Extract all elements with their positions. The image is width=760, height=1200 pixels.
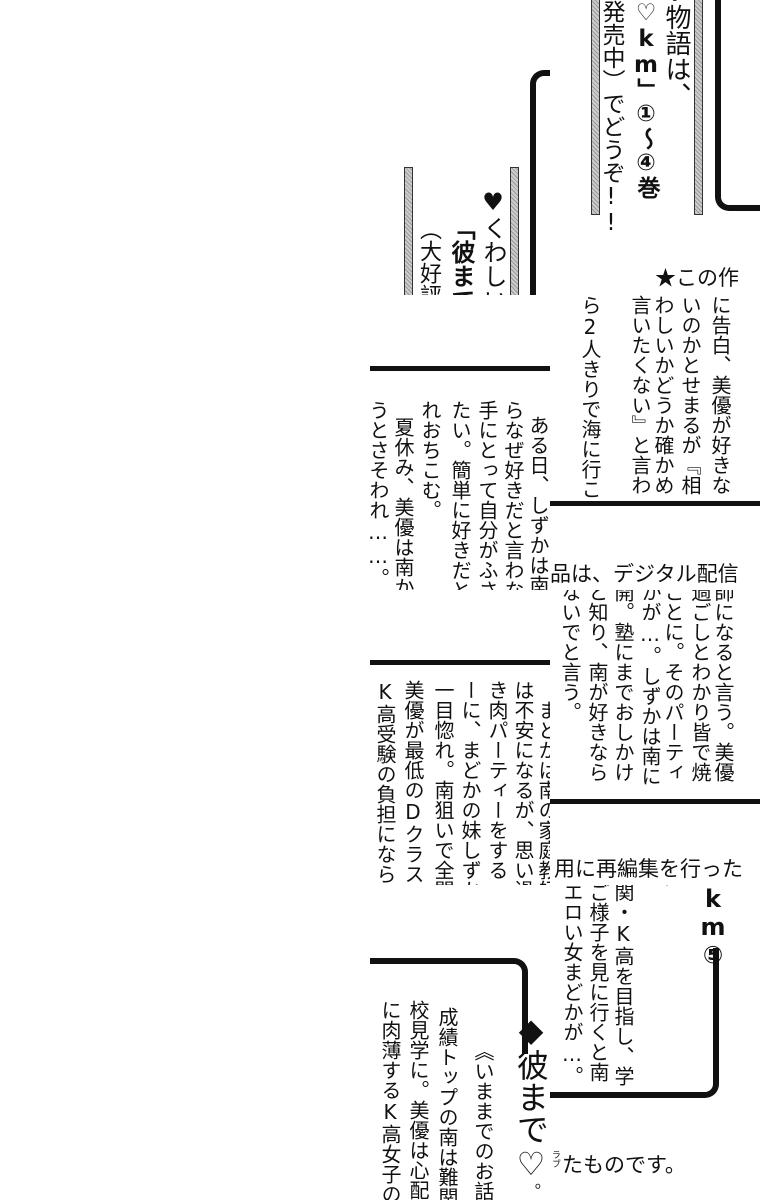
story-line: い物語は、 <box>661 0 691 108</box>
summary-column-e: 師になると言う。美優 過ごしとわかり皆で焼 ことに。そのパーティ かが…。しずか… <box>550 590 760 805</box>
gray-bar <box>404 167 413 295</box>
divider-line <box>550 799 760 804</box>
summary-line: K高受験の負担にならな <box>373 680 397 885</box>
summary-line: 成績トップの南は難関 <box>435 1007 459 1200</box>
divider-line <box>550 501 760 506</box>
closing-notice-line: たものです。 <box>562 1153 686 1177</box>
close-quote-mark: 》 <box>658 885 674 893</box>
summary-line: らなぜ好きだと言わない <box>501 400 525 590</box>
summary-line: ある日、しずかは南に <box>526 415 550 590</box>
summary-column-h: ◆彼まで♡ 。 《いままでのお話 成績トップの南は難関 校見学に。美優は心配で … <box>370 885 550 1200</box>
summary-line: 関・K高を目指し、学 <box>611 885 635 1086</box>
reedit-notice-line: 用に再編集を行った <box>554 857 743 881</box>
bracket-frame <box>370 958 528 1054</box>
summary-line: き肉パーティーをする <box>485 680 509 880</box>
summary-line: 一目惚れ。南狙いで全開 <box>431 680 455 885</box>
summary-line: 開。塾にまでおしかけ <box>611 590 635 782</box>
details-heading: ♥くわしい <box>479 188 507 295</box>
summary-line: と知り、南が好きなら <box>585 590 609 782</box>
title-reference: 「彼まで <box>447 216 475 295</box>
summary-line: に肉薄するK高女子の <box>378 1000 402 1200</box>
summary-line: ないでと言う。 <box>558 590 582 722</box>
summary-line: 過ごしとわかり皆で焼 <box>688 590 712 782</box>
availability-note: （大好評 <box>416 218 441 295</box>
summary-line: たい。簡単に好きだと <box>448 400 472 590</box>
summary-line: に告白、美優が好きな <box>708 295 732 495</box>
digital-notice-line: 品は、デジタル配信 <box>550 562 739 586</box>
summary-line: まどかは南の家庭教師 <box>535 700 550 885</box>
summary-line: エロい女まどかが…。 <box>560 885 584 1086</box>
bracket-frame <box>530 70 550 295</box>
summary-line: ーに、まどかの妹しずか <box>458 680 482 885</box>
summary-header-right: い物語は、 「彼まで♡km」①〜④巻 （大好評発売中）でどうぞ!! ★この作 <box>550 0 760 295</box>
summary-column-d: ある日、しずかは南に らなぜ好きだと言わない 手にとって自分がふさわ たい。簡単… <box>370 295 550 590</box>
bracket-frame <box>715 0 760 211</box>
summary-line: ことに。そのパーティ <box>661 590 685 782</box>
bracket-frame <box>550 948 719 1098</box>
summary-line: うとさそわれ……。 <box>370 400 390 588</box>
summary-line: は不安になるが、思い過 <box>511 680 535 885</box>
summary-line: かが…。しずかは南に <box>638 590 662 786</box>
summary-line: 美優が最低のDクラスと <box>401 680 425 885</box>
summary-heading: ◆彼まで♡ <box>512 1011 550 1183</box>
ruby-annotation: ラブ <box>550 1150 560 1168</box>
summary-line: 夏休み、美優は南から <box>391 417 415 590</box>
summary-line: いのかとせまるが『相 <box>678 295 702 495</box>
summary-line: 言いたくない』と言わ <box>628 295 652 495</box>
summary-line: ら2人きりで海に行こ <box>578 295 602 499</box>
summary-column-g: 関・K高を目指し、学 ご様子を見に行くと南 エロい女まどかが…。 》 km⑤ <box>550 885 760 1105</box>
summary-heading-end: 。 <box>522 1183 541 1199</box>
summary-line: れおちこむ。 <box>418 400 442 520</box>
divider-line <box>370 660 550 665</box>
star-note: ★この作 <box>655 266 739 290</box>
summary-header-left: ♥くわしい 「彼まで （大好評 <box>370 0 550 295</box>
summary-line: わしいかどうか確かめ <box>651 295 675 495</box>
gray-bar <box>694 0 703 215</box>
summary-line: 師になると言う。美優 <box>711 590 735 782</box>
summary-line: 校見学に。美優は心配で <box>406 1000 430 1200</box>
volume-reference: 「彼まで♡km」①〜④巻 <box>633 0 659 199</box>
gray-bar <box>510 167 519 295</box>
summary-line: 手にとって自分がふさわ <box>475 400 499 590</box>
on-sale-note: （大好評発売中）でどうぞ!! <box>598 0 624 236</box>
divider-line <box>370 366 550 371</box>
summary-column-c: に告白、美優が好きな いのかとせまるが『相 わしいかどうか確かめ 言いたくない』… <box>550 295 760 507</box>
gray-bar <box>591 0 600 215</box>
summary-subheading: 《いままでのお話 <box>471 1041 495 1200</box>
summary-column-f: まどかは南の家庭教師 は不安になるが、思い過 き肉パーティーをする ーに、まどか… <box>370 590 550 885</box>
summary-line: ご様子を見に行くと南 <box>586 885 610 1082</box>
